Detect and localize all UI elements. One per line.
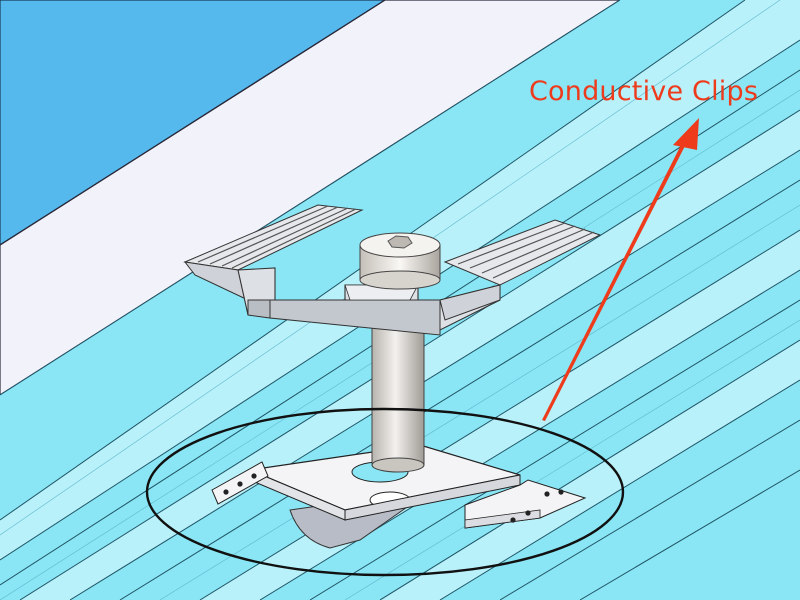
bolt [371,314,425,473]
callout-label: Conductive Clips [529,76,759,107]
bolt-icon [387,235,413,249]
highlight-ellipse [145,407,625,577]
conductive-clip [211,444,587,549]
mid-clamp [183,204,602,336]
bolt-head [359,232,441,290]
arrow-icon [542,118,699,421]
